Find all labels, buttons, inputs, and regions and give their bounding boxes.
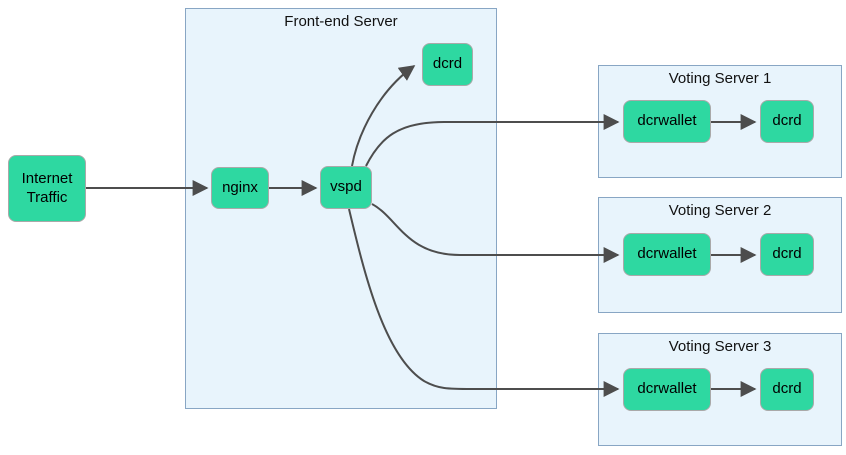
node-vs1-dcrwallet: dcrwallet [623, 100, 711, 143]
container-voting-server-1-title: Voting Server 1 [668, 70, 772, 87]
container-voting-server-2-title: Voting Server 2 [668, 202, 772, 219]
container-voting-server-3-title: Voting Server 3 [668, 338, 772, 355]
node-vs3-dcrd: dcrd [760, 368, 814, 411]
node-vs3-dcrwallet: dcrwallet [623, 368, 711, 411]
node-nginx: nginx [211, 167, 269, 209]
node-internet-traffic: Internet Traffic [8, 155, 86, 222]
node-vs2-dcrwallet: dcrwallet [623, 233, 711, 276]
node-frontend-dcrd: dcrd [422, 43, 473, 86]
container-frontend-server-title: Front-end Server [284, 13, 398, 30]
node-vspd: vspd [320, 166, 372, 209]
node-vs2-dcrd: dcrd [760, 233, 814, 276]
node-vs1-dcrd: dcrd [760, 100, 814, 143]
